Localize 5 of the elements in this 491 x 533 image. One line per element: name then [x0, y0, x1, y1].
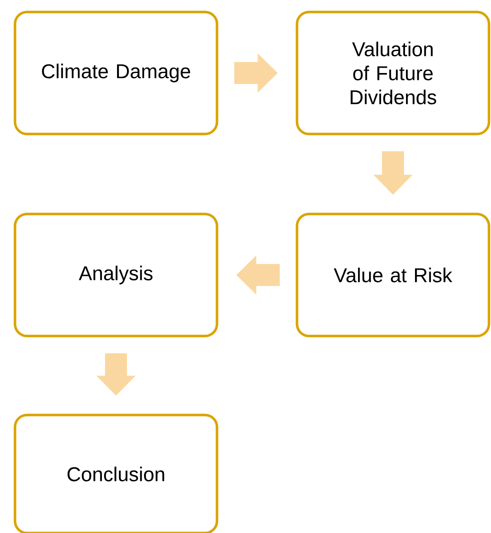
process-box: Valuation of Future Dividends: [296, 10, 490, 136]
process-box: Conclusion: [14, 414, 218, 533]
process-box: Analysis: [14, 212, 218, 338]
process-box: Climate Damage: [14, 10, 218, 136]
process-box: Value at Risk: [296, 212, 490, 338]
